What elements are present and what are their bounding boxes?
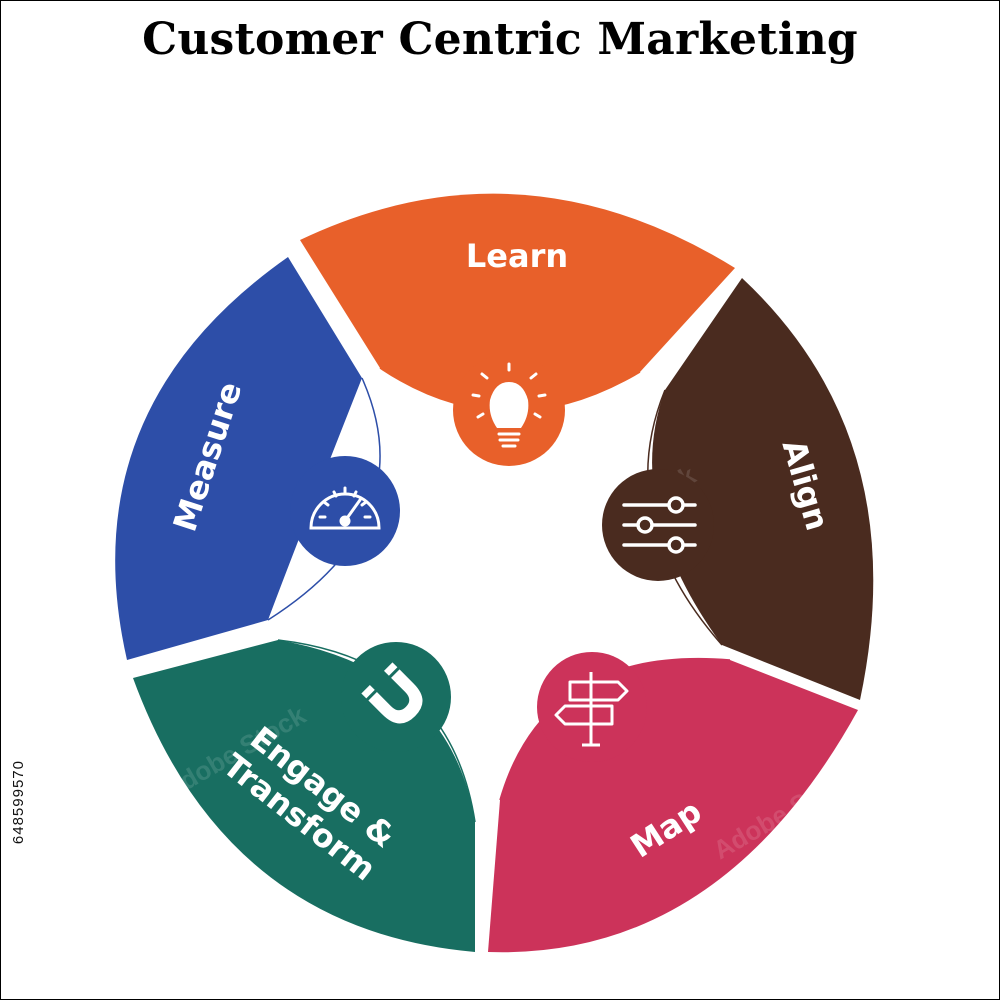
segment-measure: Measure [115,257,381,660]
page-title: Customer Centric Marketing [142,14,858,65]
segment-learn-band [300,193,735,412]
speedometer-icon [309,486,381,530]
magnet-icon [361,662,423,724]
align-icon-circle [602,469,714,581]
signpost-icon [554,672,629,747]
learn-icon-circle [453,354,565,466]
segment-learn: Learn [300,193,735,412]
engage-icon-circle [341,642,451,752]
segment-align: Align [647,278,874,700]
map-icon-circle [537,652,647,762]
segment-learn-label: Learn [466,237,568,275]
lightbulb-icon [471,362,547,448]
measure-icon-circle [290,456,400,566]
segment-measure-band [115,257,362,660]
sliders-icon [622,496,697,554]
segment-align-band [652,278,874,700]
